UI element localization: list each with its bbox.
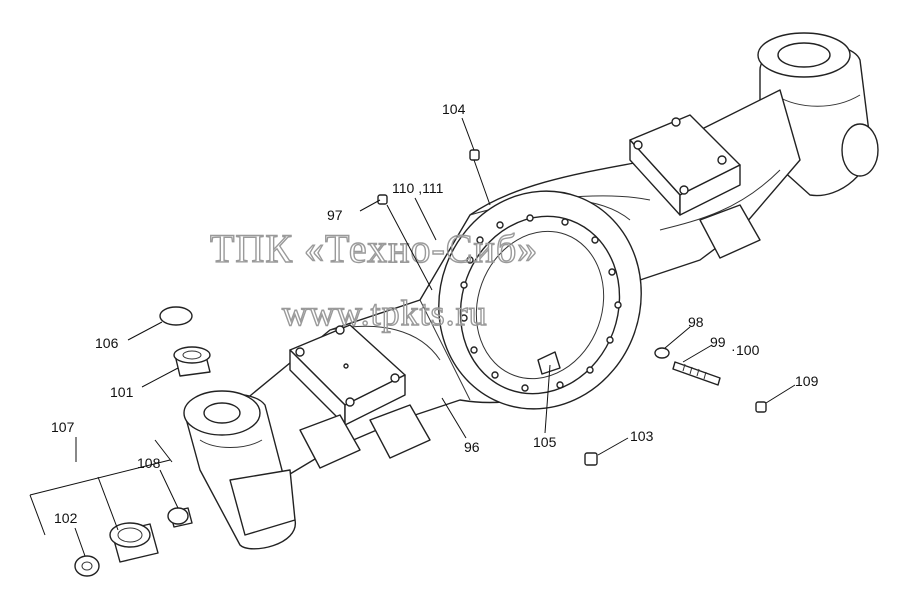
part-106-cap [159, 306, 193, 326]
label-96: 96 [464, 439, 480, 455]
part-97-bolt [377, 194, 388, 205]
label-109: 109 [795, 373, 819, 389]
part-103-plug [584, 452, 598, 466]
left-spring-pad [289, 324, 431, 469]
label-110-111: 110 ,111 [392, 180, 444, 196]
label-106: 106 [95, 335, 119, 351]
watermark-url: www.tpkts.ru [282, 293, 488, 333]
label-101: 101 [110, 384, 134, 400]
leader-lines [29, 117, 796, 557]
label-103: 103 [630, 428, 654, 444]
left-knuckle-boss [183, 390, 296, 550]
label-99: 99 [710, 334, 726, 350]
label-100-dot: · [731, 341, 736, 357]
part-101-bushing [173, 346, 211, 377]
label-104: 104 [442, 101, 466, 117]
watermark-company: ТПК «Техно-Сиб» [210, 226, 538, 271]
part-102-nut [74, 555, 100, 577]
part-99-100-stud [672, 361, 721, 386]
part-104-plug [469, 149, 480, 161]
part-105-cover [537, 351, 561, 375]
label-97: 97 [327, 207, 343, 223]
part-bearing-cup [109, 522, 159, 563]
label-102: 102 [54, 510, 78, 526]
label-105: 105 [533, 434, 557, 450]
label-108: 108 [137, 455, 161, 471]
part-109-nut [755, 401, 767, 413]
part-98-washer [654, 347, 670, 359]
label-100: 100 [736, 342, 760, 358]
part-108-sleeve [167, 507, 193, 528]
right-spring-pad [629, 114, 761, 259]
label-107: 107 [51, 419, 75, 435]
differential-housing [438, 190, 642, 410]
callout-labels: 104 110 ,111 97 106 101 107 108 102 96 1… [51, 101, 819, 526]
label-98: 98 [688, 314, 704, 330]
